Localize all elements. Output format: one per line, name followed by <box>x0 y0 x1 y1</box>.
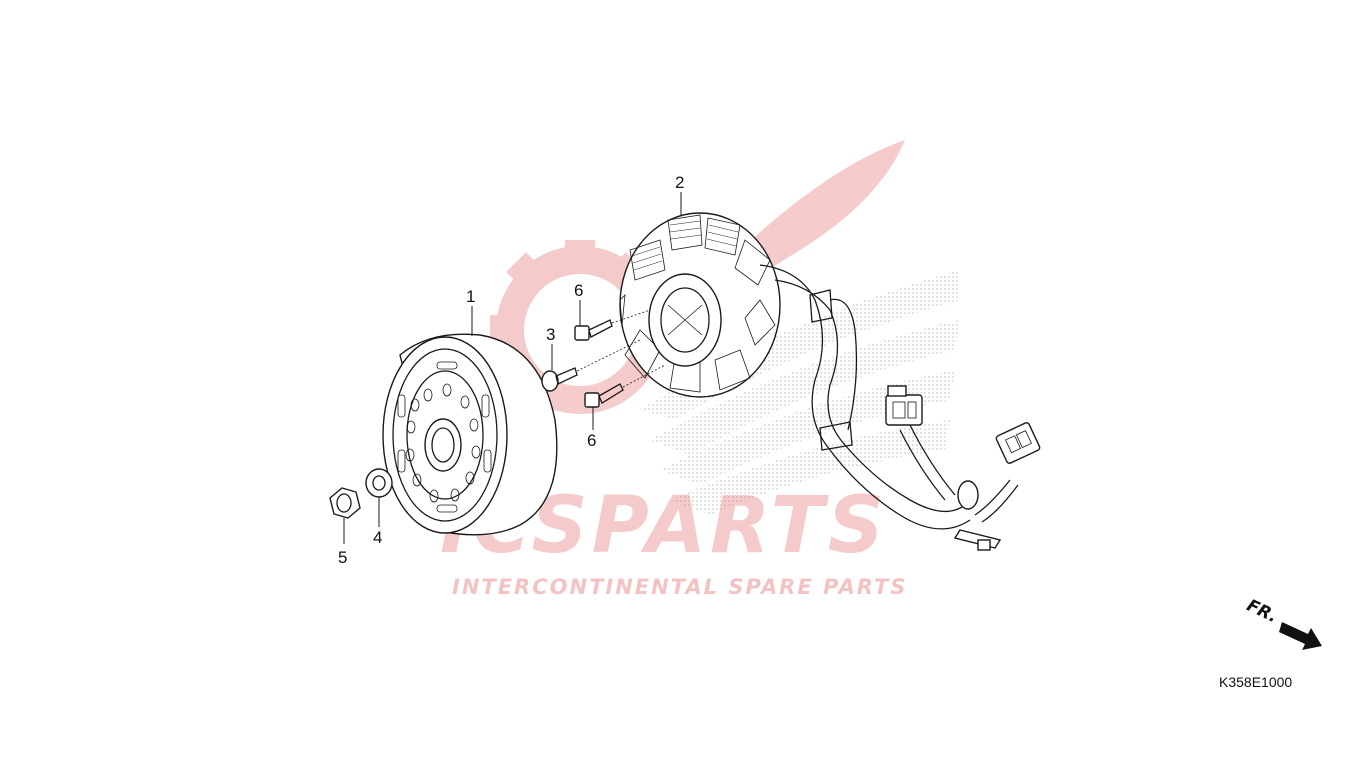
part-washer-bolt <box>541 339 641 392</box>
connector-b <box>995 422 1041 464</box>
leader-lines <box>343 192 682 544</box>
stator-coils <box>619 214 776 393</box>
callout-3: 3 <box>546 325 555 344</box>
front-direction-arrow-icon <box>1279 622 1322 650</box>
part-washer <box>365 468 393 498</box>
watermark-tagline: INTERCONTINENTAL SPARE PARTS <box>452 575 907 599</box>
part-stator <box>619 212 781 398</box>
part-bolt-lower <box>584 364 666 408</box>
callout-6-lower: 6 <box>587 431 596 450</box>
part-bolt-upper <box>574 309 651 341</box>
callout-4: 4 <box>373 528 382 547</box>
diagram-code: K358E1000 <box>1219 674 1292 690</box>
flywheel-holes <box>405 383 481 503</box>
flywheel-slots <box>397 361 492 513</box>
callout-5: 5 <box>338 548 347 567</box>
callout-6-upper: 6 <box>574 281 583 300</box>
part-nut <box>329 487 361 519</box>
part-flywheel <box>382 333 558 536</box>
connector-a <box>885 385 923 426</box>
front-direction-label: FR. <box>1243 596 1280 627</box>
wiring-harness <box>759 264 1041 551</box>
front-direction-indicator: FR. <box>1243 596 1322 650</box>
callout-2: 2 <box>675 173 684 192</box>
harness-clamp <box>953 480 1002 551</box>
callout-1: 1 <box>466 287 475 306</box>
